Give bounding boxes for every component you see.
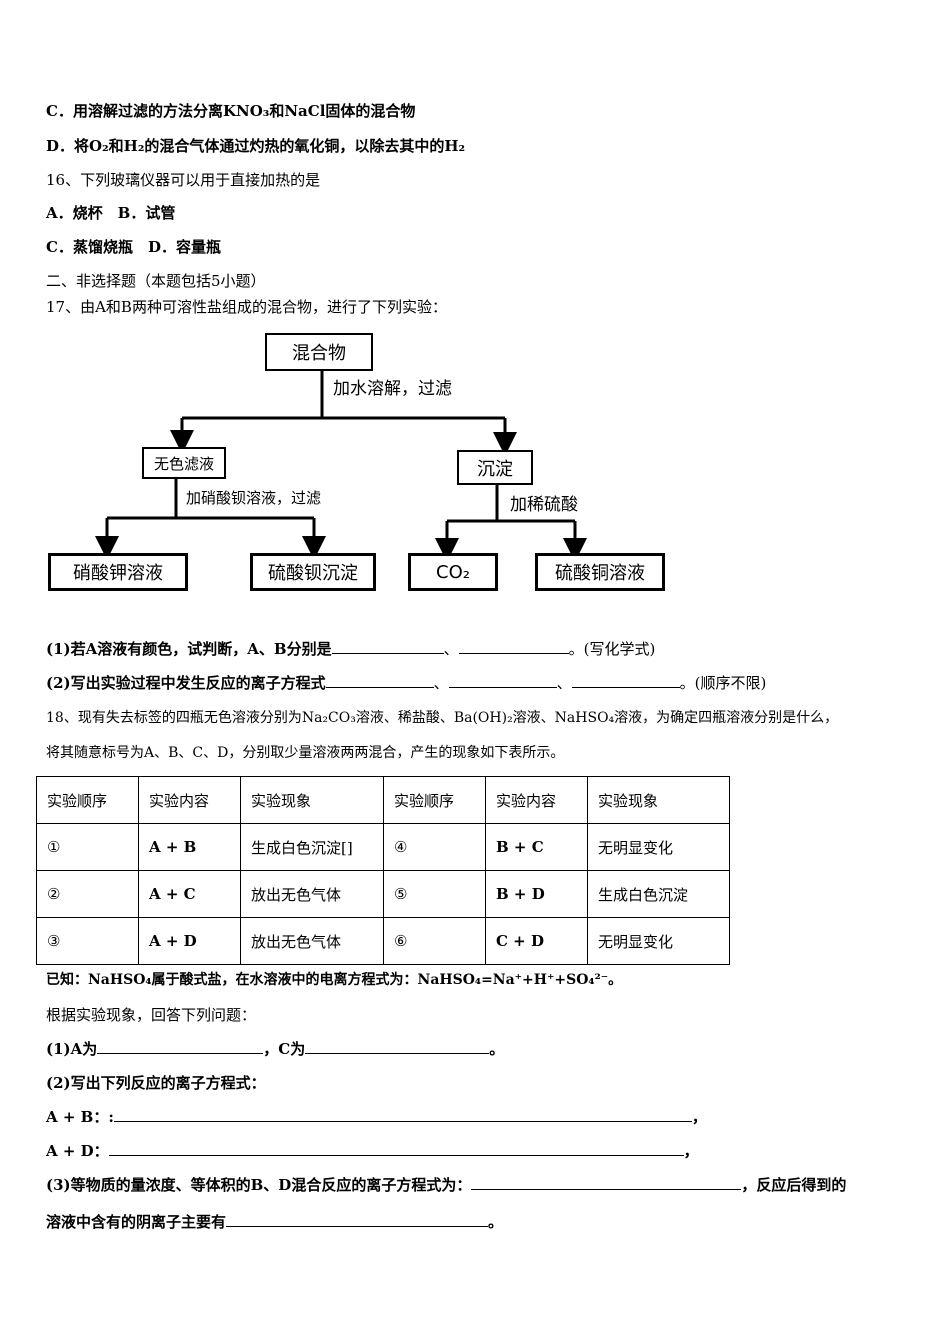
q18-3b-suffix: 。 (488, 1213, 504, 1231)
question-18-part-1: (1)A为 ，C为 。 (46, 1039, 504, 1059)
question-16: 16、下列玻璃仪器可以用于直接加热的是 (46, 171, 321, 189)
known-info: 已知：NaHSO₄属于酸式盐，在水溶液中的电离方程式为：NaHSO₄=Na⁺+H… (46, 972, 623, 988)
reaction-ad-end: ， (683, 1142, 699, 1160)
table-cell: A + C (138, 870, 241, 918)
q17-1-prefix: (1)若A溶液有颜色，试判断，A、B分别是 (46, 640, 332, 658)
q17-2-suffix: 。(顺序不限) (679, 674, 767, 692)
table-cell: C + D (485, 917, 588, 965)
table-header: 实验内容 (138, 776, 241, 824)
flowchart: 混合物 加水溶解，过滤 无色滤液 沉淀 加硝酸钡溶液，过滤 加稀硫酸 硝酸钾溶液… (40, 325, 680, 600)
question-16-options-cd: C．蒸馏烧瓶 D．容量瓶 (46, 238, 221, 256)
q18-3-suffix: ，反应后得到的 (741, 1176, 847, 1194)
table-cell: ② (36, 870, 139, 918)
table-header: 实验现象 (240, 776, 384, 824)
table-header-row: 实验顺序 实验内容 实验现象 实验顺序 实验内容 实验现象 (36, 776, 730, 824)
answer-blank-a[interactable] (331, 639, 444, 654)
box-copper-sulfate-solution: 硫酸铜溶液 (535, 553, 665, 591)
q18-3b-prefix: 溶液中含有的阴离子主要有 (46, 1213, 227, 1231)
label-dissolve-filter: 加水溶解，过滤 (333, 379, 452, 399)
table-row: ② A + C 放出无色气体 ⑤ B + D 生成白色沉淀 (36, 870, 730, 918)
table-row: ③ A + D 放出无色气体 ⑥ C + D 无明显变化 (36, 917, 730, 965)
answer-blank-b[interactable] (458, 639, 569, 654)
q18-1-mid: ，C为 (263, 1040, 306, 1058)
answer-blank-a-identity[interactable] (97, 1039, 264, 1054)
question-18-part-2: (2)写出下列反应的离子方程式： (46, 1074, 266, 1092)
answer-blank-c-identity[interactable] (305, 1039, 490, 1054)
question-18-line-2: 将其随意标号为A、B、C、D，分别取少量溶液两两混合，产生的现象如下表所示。 (46, 745, 565, 761)
flowchart-connectors (95, 369, 587, 562)
table-cell: 无明显变化 (587, 823, 730, 871)
table-cell: 放出无色气体 (240, 870, 384, 918)
question-18-part-3: (3)等物质的量浓度、等体积的B、D混合反应的离子方程式为： ，反应后得到的 (46, 1175, 846, 1195)
reaction-a-plus-b: A + B：: ， (46, 1107, 707, 1127)
table-cell: ③ (36, 917, 139, 965)
table-cell: B + D (485, 870, 588, 918)
q17-1-suffix: 。(写化学式) (568, 640, 656, 658)
answer-blank-anions[interactable] (226, 1212, 489, 1227)
table-cell: ⑤ (383, 870, 486, 918)
question-17: 17、由A和B两种可溶性盐组成的混合物，进行了下列实验： (46, 298, 447, 316)
reaction-ad-label: A + D： (46, 1142, 109, 1160)
question-16-options-ab: A．烧杯 B．试管 (46, 204, 176, 222)
answer-blank-eq1[interactable] (325, 673, 434, 688)
answer-blank-eq2[interactable] (448, 673, 557, 688)
box-mixture: 混合物 (265, 333, 373, 371)
answer-blank-bd-equation[interactable] (471, 1175, 742, 1190)
answer-blank-eq3[interactable] (571, 673, 680, 688)
table-cell: B + C (485, 823, 588, 871)
answer-blank-ab-equation[interactable] (113, 1107, 692, 1122)
box-co2: CO₂ (408, 553, 498, 591)
box-precipitate: 沉淀 (457, 450, 533, 485)
answer-blank-ad-equation[interactable] (108, 1141, 684, 1156)
table-header: 实验现象 (587, 776, 730, 824)
table-row: ① A + B 生成白色沉淀[] ④ B + C 无明显变化 (36, 823, 730, 871)
table-header: 实验顺序 (383, 776, 486, 824)
q18-1-suffix: 。 (489, 1040, 505, 1058)
reaction-ab-label: A + B：: (46, 1108, 114, 1126)
table-cell: 放出无色气体 (240, 917, 384, 965)
q18-3-prefix: (3)等物质的量浓度、等体积的B、D混合反应的离子方程式为： (46, 1176, 472, 1194)
box-potassium-nitrate-solution: 硝酸钾溶液 (48, 553, 188, 591)
section-heading: 二、非选择题（本题包括5小题） (46, 272, 266, 290)
q17-2-sep2: 、 (556, 674, 572, 692)
box-colorless-filtrate: 无色滤液 (142, 447, 226, 479)
reaction-a-plus-d: A + D： ， (46, 1141, 699, 1161)
table-cell: 生成白色沉淀 (587, 870, 730, 918)
answer-intro: 根据实验现象，回答下列问题： (46, 1006, 257, 1024)
option-c: C．用溶解过滤的方法分离KNO₃和NaCl固体的混合物 (46, 102, 416, 120)
reaction-ab-end: ， (691, 1108, 707, 1126)
question-18-part-3-continued: 溶液中含有的阴离子主要有 。 (46, 1212, 503, 1232)
q18-1-prefix: (1)A为 (46, 1040, 98, 1058)
q17-1-sep: 、 (443, 640, 459, 658)
table-header: 实验顺序 (36, 776, 139, 824)
table-header: 实验内容 (485, 776, 588, 824)
question-18-line-1: 18、现有失去标签的四瓶无色溶液分别为Na₂CO₃溶液、稀盐酸、Ba(OH)₂溶… (46, 710, 839, 726)
table-cell: 无明显变化 (587, 917, 730, 965)
q17-2-sep1: 、 (433, 674, 449, 692)
experiment-table: 实验顺序 实验内容 实验现象 实验顺序 实验内容 实验现象 ① A + B 生成… (36, 776, 730, 965)
question-17-part-1: (1)若A溶液有颜色，试判断，A、B分别是 、 。(写化学式) (46, 639, 655, 659)
table-cell: ① (36, 823, 139, 871)
table-cell: ⑥ (383, 917, 486, 965)
table-cell: ④ (383, 823, 486, 871)
table-cell: A + B (138, 823, 241, 871)
table-cell: 生成白色沉淀[] (240, 823, 384, 871)
option-d: D．将O₂和H₂的混合气体通过灼热的氧化铜，以除去其中的H₂ (46, 137, 466, 155)
table-cell: A + D (138, 917, 241, 965)
label-add-dilute-sulfuric-acid: 加稀硫酸 (510, 495, 578, 515)
q17-2-prefix: (2)写出实验过程中发生反应的离子方程式 (46, 674, 326, 692)
box-barium-sulfate-precipitate: 硫酸钡沉淀 (250, 553, 376, 591)
label-add-barium-nitrate: 加硝酸钡溶液，过滤 (186, 489, 322, 507)
question-17-part-2: (2)写出实验过程中发生反应的离子方程式 、 、 。(顺序不限) (46, 673, 766, 693)
